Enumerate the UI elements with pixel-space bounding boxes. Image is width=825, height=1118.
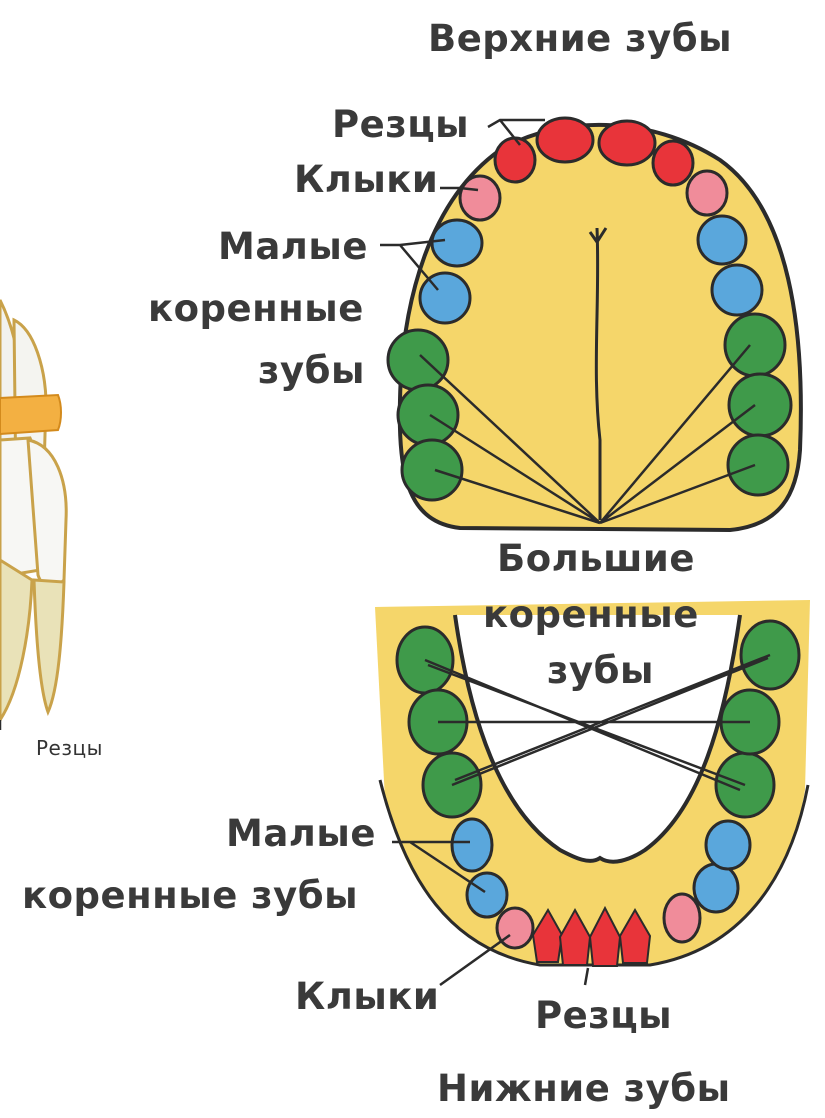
label-molars-line2: коренные [483, 596, 699, 633]
label-molars-line3: зубы [547, 652, 654, 689]
upper-molar [398, 385, 458, 445]
lower-teeth-title: Нижние зубы [437, 1070, 731, 1107]
lower-canine [664, 894, 700, 942]
upper-premolar [712, 265, 762, 315]
upper-canine [460, 176, 500, 220]
upper-incisor [653, 141, 693, 185]
side-tooth-root-2 [34, 580, 64, 712]
upper-incisor [537, 118, 593, 162]
upper-molar [402, 440, 462, 500]
label-upper-premolars-line2: коренные [148, 290, 364, 327]
label-molars-line1: Большие [497, 540, 695, 577]
label-lower-canines: Клыки [295, 978, 439, 1015]
leader-lower-canines [440, 935, 510, 985]
label-lower-premolars-line1: Малые [226, 815, 376, 852]
lower-premolar [452, 819, 492, 871]
upper-jaw [388, 118, 801, 530]
upper-incisor [495, 138, 535, 182]
label-upper-incisors: Резцы [332, 106, 469, 143]
lower-premolar [706, 821, 750, 869]
label-lower-incisors: Резцы [535, 997, 672, 1034]
label-lower-premolars-line2: коренные зубы [22, 877, 358, 914]
upper-premolar [698, 216, 746, 264]
upper-molar [388, 330, 448, 390]
upper-incisor [599, 121, 655, 165]
upper-canine [687, 171, 727, 215]
label-side-incisors: Резцы [36, 738, 103, 758]
label-upper-premolars-line1: Малые [218, 228, 368, 265]
lower-premolar [467, 873, 507, 917]
label-upper-canines: Клыки [294, 161, 438, 198]
leader-lower-incisors [585, 968, 588, 985]
upper-premolar [432, 220, 482, 266]
upper-teeth-title: Верхние зубы [428, 20, 732, 57]
upper-molar [729, 374, 791, 436]
upper-molar [728, 435, 788, 495]
side-gum-band [0, 395, 61, 434]
label-upper-premolars-line3: зубы [258, 352, 365, 389]
upper-premolar [420, 273, 470, 323]
upper-molar [725, 314, 785, 376]
lower-premolar [694, 864, 738, 912]
side-tooth-root-1 [0, 560, 32, 720]
lower-canine [497, 908, 533, 948]
side-view-teeth [0, 300, 66, 720]
